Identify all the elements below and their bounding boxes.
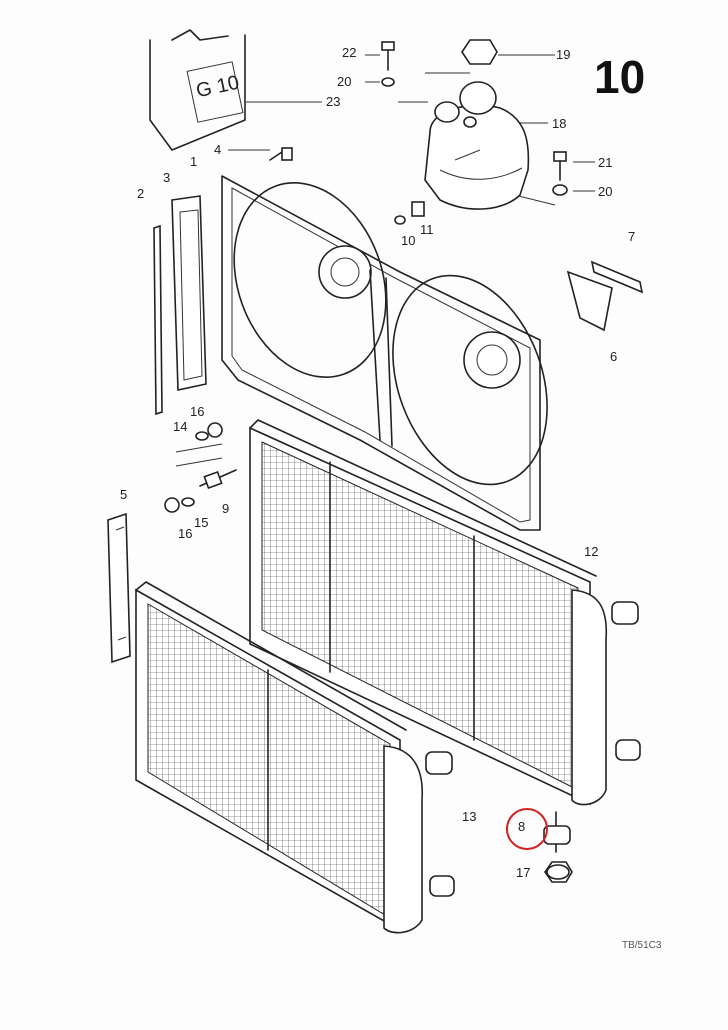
callout-20-top: 20 [337, 74, 352, 89]
page-number: 10 [594, 51, 646, 103]
sensor-9 [199, 469, 237, 490]
callout-6: 6 [610, 349, 618, 364]
leader-lines [228, 54, 595, 206]
callout-12: 12 [584, 544, 599, 559]
callout-2: 2 [137, 186, 145, 201]
callout-9: 9 [222, 501, 230, 516]
fan-shroud-1 [221, 175, 548, 531]
mount-8 [543, 811, 571, 853]
callout-13: 13 [462, 809, 477, 824]
nut-17 [544, 861, 573, 883]
callout-18: 18 [552, 116, 567, 131]
callout-22: 22 [342, 45, 357, 60]
callout-5: 5 [120, 487, 128, 502]
callout-1: 1 [190, 154, 198, 169]
hardware-15-16 [164, 497, 195, 513]
callout-4: 4 [214, 142, 222, 157]
radiator-12 [249, 419, 641, 806]
callout-16-lower: 16 [178, 526, 193, 541]
radiator-13 [135, 581, 455, 934]
bolt-21 [552, 151, 568, 196]
filler-cap-19 [461, 39, 498, 65]
hardware-14-16 [175, 422, 223, 467]
callout-23: 23 [326, 94, 341, 109]
seal-strip-2 [153, 224, 163, 416]
highlight-circle-callout-8 [506, 808, 548, 850]
callout-19: 19 [556, 47, 571, 62]
callout-15: 15 [194, 515, 209, 530]
callout-3: 3 [163, 170, 171, 185]
bracket-7 [590, 260, 644, 294]
callout-14: 14 [173, 419, 188, 434]
coolant-canister [149, 29, 246, 151]
callout-21: 21 [598, 155, 613, 170]
callout-7: 7 [628, 229, 636, 244]
expansion-tank-18 [424, 81, 530, 210]
fitting-10-11 [394, 201, 425, 225]
callout-17: 17 [516, 865, 531, 880]
callout-11: 11 [420, 222, 434, 237]
bolt-22 [381, 41, 395, 87]
deflector-6 [566, 270, 613, 332]
callout-10: 10 [401, 233, 416, 248]
callout-16-upper: 16 [190, 404, 205, 419]
screw-4 [269, 147, 293, 161]
callout-20-right: 20 [598, 184, 613, 199]
drawing-reference: TB/51C3 [622, 940, 662, 951]
seal-frame-3 [171, 195, 207, 391]
side-bracket-5 [107, 512, 131, 664]
